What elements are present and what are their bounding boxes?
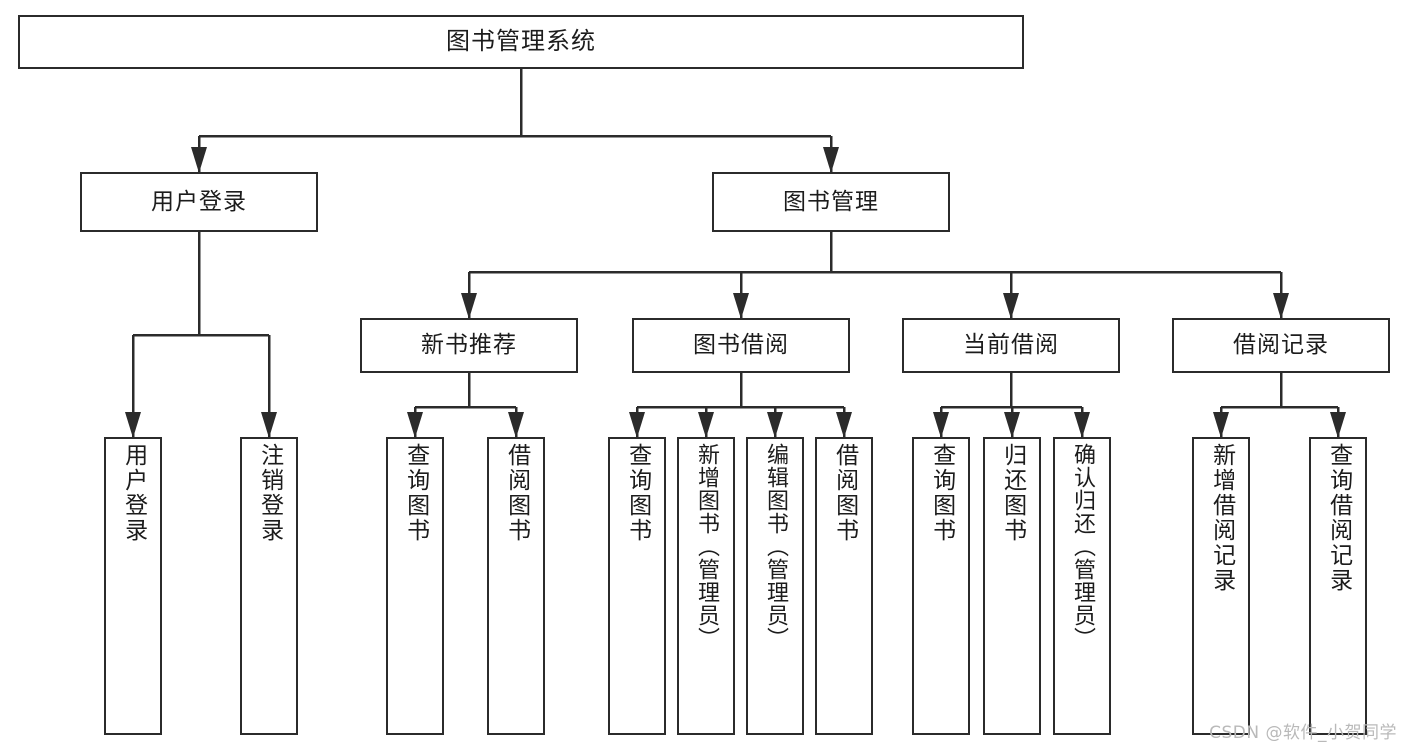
node-leaf-add-record[interactable]: 新增借阅记录	[1192, 437, 1250, 735]
node-leaf-edit-book-label: 编辑图书（管理员）	[762, 443, 788, 650]
node-borrow-record[interactable]: 借阅记录	[1172, 318, 1390, 373]
node-leaf-add-book-label: 新增图书（管理员）	[693, 443, 719, 650]
node-user-login[interactable]: 用户登录	[80, 172, 318, 232]
watermark: CSDN @软件_小贺同学	[1209, 723, 1397, 743]
node-root[interactable]: 图书管理系统	[18, 15, 1024, 69]
node-leaf-borrow-book-1-label: 借阅图书	[503, 443, 530, 543]
node-leaf-query-book-3[interactable]: 查询图书	[912, 437, 970, 735]
node-book-borrow-label: 图书借阅	[693, 332, 789, 359]
node-leaf-add-book[interactable]: 新增图书（管理员）	[677, 437, 735, 735]
node-leaf-confirm-return-label: 确认归还（管理员）	[1069, 443, 1095, 650]
node-leaf-query-book-1-label: 查询图书	[402, 443, 429, 543]
node-borrow-record-label: 借阅记录	[1233, 332, 1329, 359]
node-current-borrow[interactable]: 当前借阅	[902, 318, 1120, 373]
node-leaf-query-book-1[interactable]: 查询图书	[386, 437, 444, 735]
node-current-borrow-label: 当前借阅	[963, 332, 1059, 359]
node-user-login-label: 用户登录	[151, 188, 247, 215]
node-leaf-query-record[interactable]: 查询借阅记录	[1309, 437, 1367, 735]
node-book-borrow[interactable]: 图书借阅	[632, 318, 850, 373]
node-book-manage[interactable]: 图书管理	[712, 172, 950, 232]
node-leaf-logout[interactable]: 注销登录	[240, 437, 298, 735]
node-leaf-return-book[interactable]: 归还图书	[983, 437, 1041, 735]
node-leaf-query-book-2-label: 查询图书	[624, 443, 651, 543]
node-book-manage-label: 图书管理	[783, 188, 879, 215]
node-root-label: 图书管理系统	[446, 27, 596, 56]
node-new-book-rec-label: 新书推荐	[421, 332, 517, 359]
node-leaf-user-login[interactable]: 用户登录	[104, 437, 162, 735]
node-leaf-query-book-2[interactable]: 查询图书	[608, 437, 666, 735]
node-leaf-borrow-book-2-label: 借阅图书	[831, 443, 858, 543]
node-leaf-user-login-label: 用户登录	[120, 443, 147, 543]
node-leaf-logout-label: 注销登录	[256, 443, 283, 543]
node-leaf-query-book-3-label: 查询图书	[928, 443, 955, 543]
node-leaf-confirm-return[interactable]: 确认归还（管理员）	[1053, 437, 1111, 735]
node-leaf-return-book-label: 归还图书	[999, 443, 1026, 543]
node-leaf-borrow-book-1[interactable]: 借阅图书	[487, 437, 545, 735]
node-leaf-edit-book[interactable]: 编辑图书（管理员）	[746, 437, 804, 735]
node-leaf-add-record-label: 新增借阅记录	[1208, 443, 1235, 593]
node-leaf-query-record-label: 查询借阅记录	[1325, 443, 1352, 593]
node-new-book-rec[interactable]: 新书推荐	[360, 318, 578, 373]
node-leaf-borrow-book-2[interactable]: 借阅图书	[815, 437, 873, 735]
